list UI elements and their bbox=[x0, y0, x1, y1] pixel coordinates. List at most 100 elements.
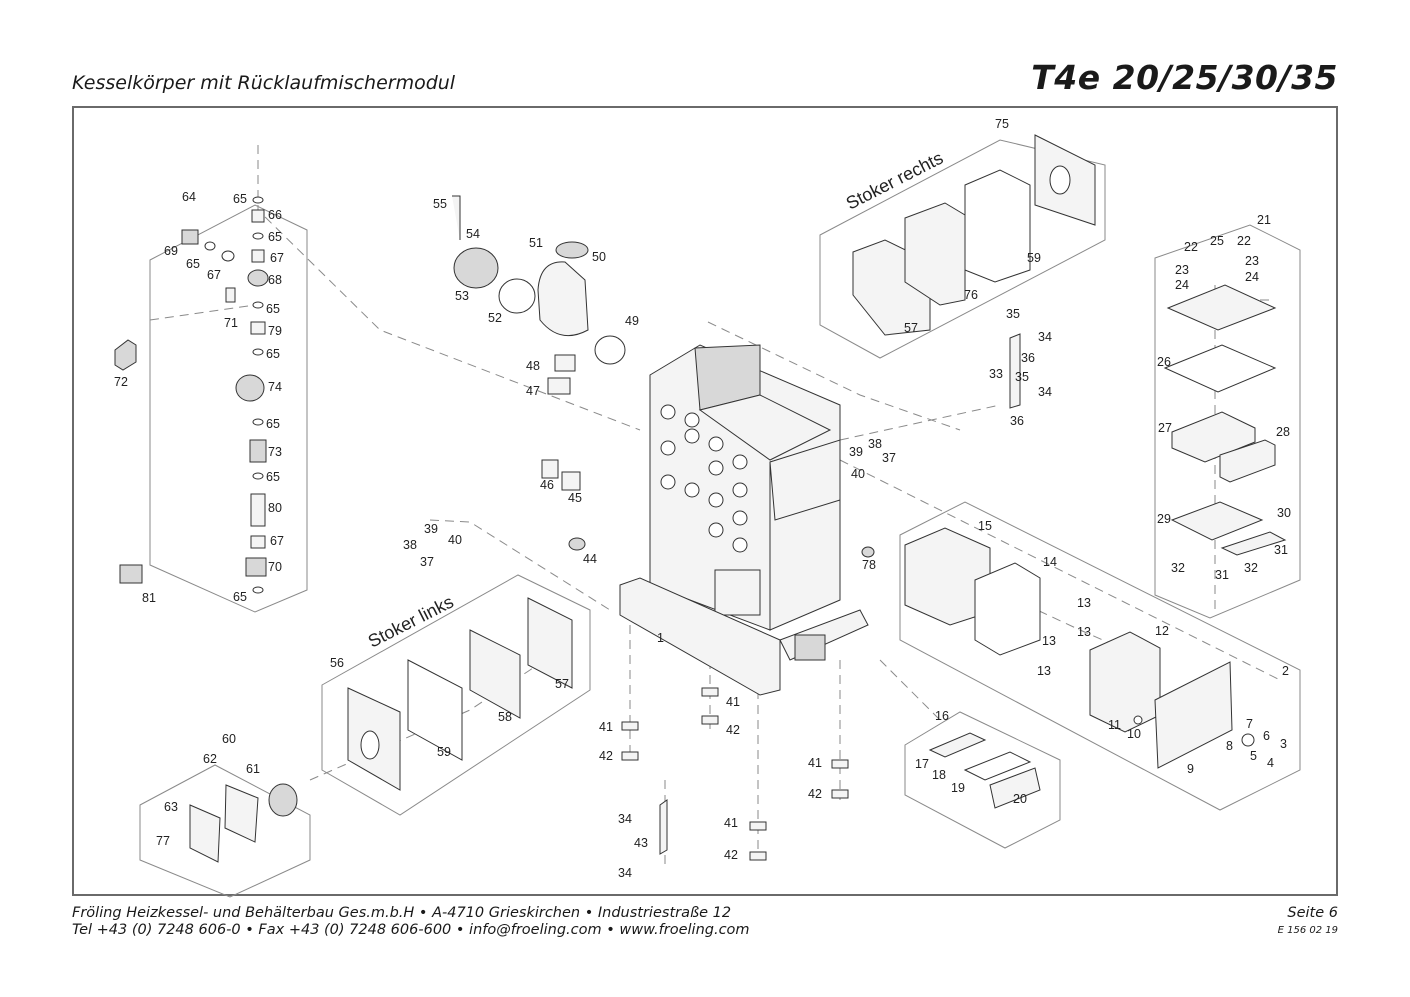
fan-assembly bbox=[452, 195, 626, 395]
part-number: 57 bbox=[904, 321, 918, 335]
part-number: 29 bbox=[1157, 512, 1171, 526]
part-number: 33 bbox=[989, 367, 1003, 381]
part-number: 69 bbox=[164, 244, 178, 258]
part-number: 34 bbox=[618, 812, 632, 826]
part-callouts: 1 2 3 4 5 6 7 8 9 10 11 12 13 13 13 13 1… bbox=[114, 117, 1291, 880]
part-number: 31 bbox=[1274, 543, 1288, 557]
part-number: 13 bbox=[1077, 625, 1091, 639]
part-number: 49 bbox=[625, 314, 639, 328]
part-number: 53 bbox=[455, 289, 469, 303]
part-number: 13 bbox=[1042, 634, 1056, 648]
page-number: Seite 6 bbox=[1287, 905, 1338, 921]
part-number: 41 bbox=[724, 816, 738, 830]
part-number: 23 bbox=[1175, 263, 1189, 277]
part-number: 39 bbox=[424, 522, 438, 536]
part-number: 76 bbox=[964, 288, 978, 302]
part-number: 65 bbox=[266, 417, 280, 431]
part-number: 59 bbox=[1027, 251, 1041, 265]
part-number: 30 bbox=[1277, 506, 1291, 520]
part-number: 65 bbox=[266, 347, 280, 361]
part-number: 18 bbox=[932, 768, 946, 782]
part-number: 34 bbox=[1038, 330, 1052, 344]
part-number: 42 bbox=[808, 787, 822, 801]
part-number: 65 bbox=[233, 192, 247, 206]
part-number: 78 bbox=[862, 558, 876, 572]
part-number: 40 bbox=[851, 467, 865, 481]
part-number: 48 bbox=[526, 359, 540, 373]
part-number: 68 bbox=[268, 273, 282, 287]
group-21-outline bbox=[1154, 224, 1301, 619]
part-number: 15 bbox=[978, 519, 992, 533]
part-number: 59 bbox=[437, 745, 451, 759]
mixer-module-parts bbox=[114, 196, 269, 594]
part-number: 13 bbox=[1077, 596, 1091, 610]
part-number: 38 bbox=[403, 538, 417, 552]
part-number: 81 bbox=[142, 591, 156, 605]
part-number: 19 bbox=[951, 781, 965, 795]
part-number: 56 bbox=[330, 656, 344, 670]
assembly-line-e bbox=[149, 304, 256, 321]
group-75-stoker-right-outline bbox=[819, 139, 1106, 359]
part-number: 77 bbox=[156, 834, 170, 848]
part-number: 24 bbox=[1245, 270, 1259, 284]
part-number: 26 bbox=[1157, 355, 1171, 369]
part-number: 41 bbox=[726, 695, 740, 709]
part-number: 23 bbox=[1245, 254, 1259, 268]
group-15-outline bbox=[899, 501, 1301, 811]
part-number: 3 bbox=[1280, 737, 1287, 751]
part-number: 34 bbox=[1038, 385, 1052, 399]
part-number: 70 bbox=[268, 560, 282, 574]
part-number: 24 bbox=[1175, 278, 1189, 292]
part-number: 10 bbox=[1127, 727, 1141, 741]
part-number: 1 bbox=[657, 631, 664, 645]
part-number: 71 bbox=[224, 316, 238, 330]
group-60-outline bbox=[139, 764, 311, 898]
part-number: 46 bbox=[540, 478, 554, 492]
group-56-stoker-left-outline bbox=[321, 574, 591, 816]
assembly-line-a bbox=[257, 145, 641, 431]
part-number: 9 bbox=[1187, 762, 1194, 776]
part-number: 74 bbox=[268, 380, 282, 394]
cover-parts bbox=[1163, 284, 1287, 556]
page-title: Kesselkörper mit Rücklaufmischermodul bbox=[72, 72, 456, 94]
part-number: 17 bbox=[915, 757, 929, 771]
part-number: 36 bbox=[1010, 414, 1024, 428]
part-number: 37 bbox=[882, 451, 896, 465]
part-number: 34 bbox=[618, 866, 632, 880]
part-number: 57 bbox=[555, 677, 569, 691]
part-number: 64 bbox=[182, 190, 196, 204]
part-number: 72 bbox=[114, 375, 128, 389]
part-number: 7 bbox=[1246, 717, 1253, 731]
part-number: 65 bbox=[266, 470, 280, 484]
part-number: 14 bbox=[1043, 555, 1057, 569]
part-number: 66 bbox=[268, 208, 282, 222]
group-64-outline bbox=[149, 204, 308, 613]
part-number: 31 bbox=[1215, 568, 1229, 582]
part-number: 6 bbox=[1263, 729, 1270, 743]
assembly-line-c bbox=[839, 459, 1281, 681]
part-number: 63 bbox=[164, 800, 178, 814]
document-number: E 156 02 19 bbox=[1277, 925, 1338, 936]
part-number: 25 bbox=[1210, 234, 1224, 248]
part-number: 65 bbox=[186, 257, 200, 271]
part-number: 22 bbox=[1237, 234, 1251, 248]
part-number: 42 bbox=[724, 848, 738, 862]
part-number: 5 bbox=[1250, 749, 1257, 763]
footer-company: Fröling Heizkessel- und Behälterbau Ges.… bbox=[72, 905, 732, 921]
part-number: 16 bbox=[935, 709, 949, 723]
part-number: 79 bbox=[268, 324, 282, 338]
part-number: 61 bbox=[246, 762, 260, 776]
part-number: 40 bbox=[448, 533, 462, 547]
part-number: 8 bbox=[1226, 739, 1233, 753]
part-number: 21 bbox=[1257, 213, 1271, 227]
assembly-line-h bbox=[929, 559, 1161, 666]
part-number: 13 bbox=[1037, 664, 1051, 678]
part-number: 2 bbox=[1282, 664, 1289, 678]
model-title: T4e 20/25/30/35 bbox=[1031, 58, 1338, 97]
cover-plate-parts bbox=[189, 783, 298, 863]
part-number: 51 bbox=[529, 236, 543, 250]
stoker-left-label: Stoker links bbox=[365, 592, 457, 652]
part-number: 67 bbox=[270, 534, 284, 548]
part-number: 75 bbox=[995, 117, 1009, 131]
